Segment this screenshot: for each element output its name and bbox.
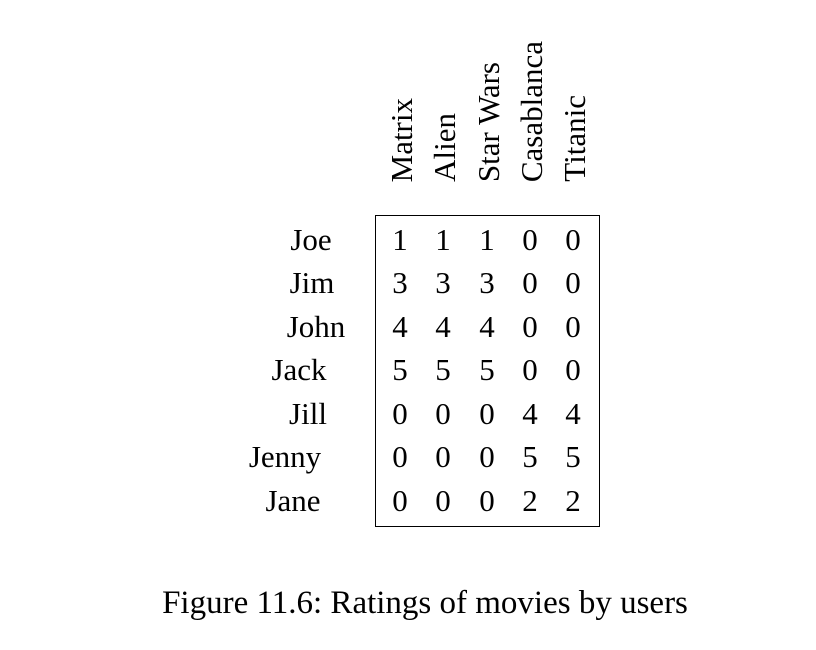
rating-cell: 3 bbox=[392, 265, 408, 300]
rating-cell: 0 bbox=[392, 439, 408, 474]
rating-cell: 0 bbox=[479, 439, 495, 474]
rating-cell: 0 bbox=[522, 309, 538, 344]
rating-cell: 0 bbox=[522, 352, 538, 387]
column-header-star-wars: Star Wars bbox=[471, 61, 506, 182]
column-header-matrix: Matrix bbox=[384, 97, 419, 182]
rating-cell: 1 bbox=[435, 222, 451, 257]
row-label-jill: Jill bbox=[289, 396, 327, 431]
rating-cell: 5 bbox=[435, 352, 451, 387]
rating-cell: 4 bbox=[565, 396, 581, 431]
rating-cell: 0 bbox=[565, 352, 581, 387]
rating-cell: 0 bbox=[435, 439, 451, 474]
column-header-titanic: Titanic bbox=[557, 95, 592, 182]
rating-cell: 4 bbox=[479, 309, 495, 344]
rating-cell: 0 bbox=[435, 483, 451, 518]
rating-cell: 0 bbox=[565, 309, 581, 344]
row-label-jack: Jack bbox=[271, 352, 327, 387]
row-label-jane: Jane bbox=[265, 483, 321, 518]
rating-cell: 2 bbox=[522, 483, 538, 518]
rating-cell: 4 bbox=[392, 309, 408, 344]
rating-cell: 0 bbox=[435, 396, 451, 431]
rating-cell: 0 bbox=[565, 222, 581, 257]
rating-cell: 2 bbox=[565, 483, 581, 518]
column-header-casablanca: Casablanca bbox=[514, 40, 549, 182]
rating-cell: 5 bbox=[392, 352, 408, 387]
row-label-jim: Jim bbox=[289, 265, 335, 300]
rating-cell: 0 bbox=[565, 265, 581, 300]
rating-cell: 0 bbox=[522, 265, 538, 300]
row-label-john: John bbox=[286, 309, 346, 344]
rating-cell: 5 bbox=[565, 439, 581, 474]
rating-cell: 4 bbox=[522, 396, 538, 431]
rating-cell: 5 bbox=[522, 439, 538, 474]
row-label-jenny: Jenny bbox=[248, 439, 322, 474]
rating-cell: 4 bbox=[435, 309, 451, 344]
rating-cell: 5 bbox=[479, 352, 495, 387]
rating-cell: 1 bbox=[479, 222, 495, 257]
figure-caption: Figure 11.6: Ratings of movies by users bbox=[162, 585, 688, 621]
column-header-alien: Alien bbox=[427, 113, 462, 182]
rating-cell: 3 bbox=[479, 265, 495, 300]
rating-cell: 0 bbox=[392, 483, 408, 518]
rating-cell: 0 bbox=[479, 396, 495, 431]
rating-cell: 0 bbox=[522, 222, 538, 257]
rating-cell: 1 bbox=[392, 222, 408, 257]
row-label-joe: Joe bbox=[290, 222, 332, 257]
rating-cell: 3 bbox=[435, 265, 451, 300]
ratings-matrix-box bbox=[375, 215, 600, 527]
rating-cell: 0 bbox=[392, 396, 408, 431]
rating-cell: 0 bbox=[479, 483, 495, 518]
